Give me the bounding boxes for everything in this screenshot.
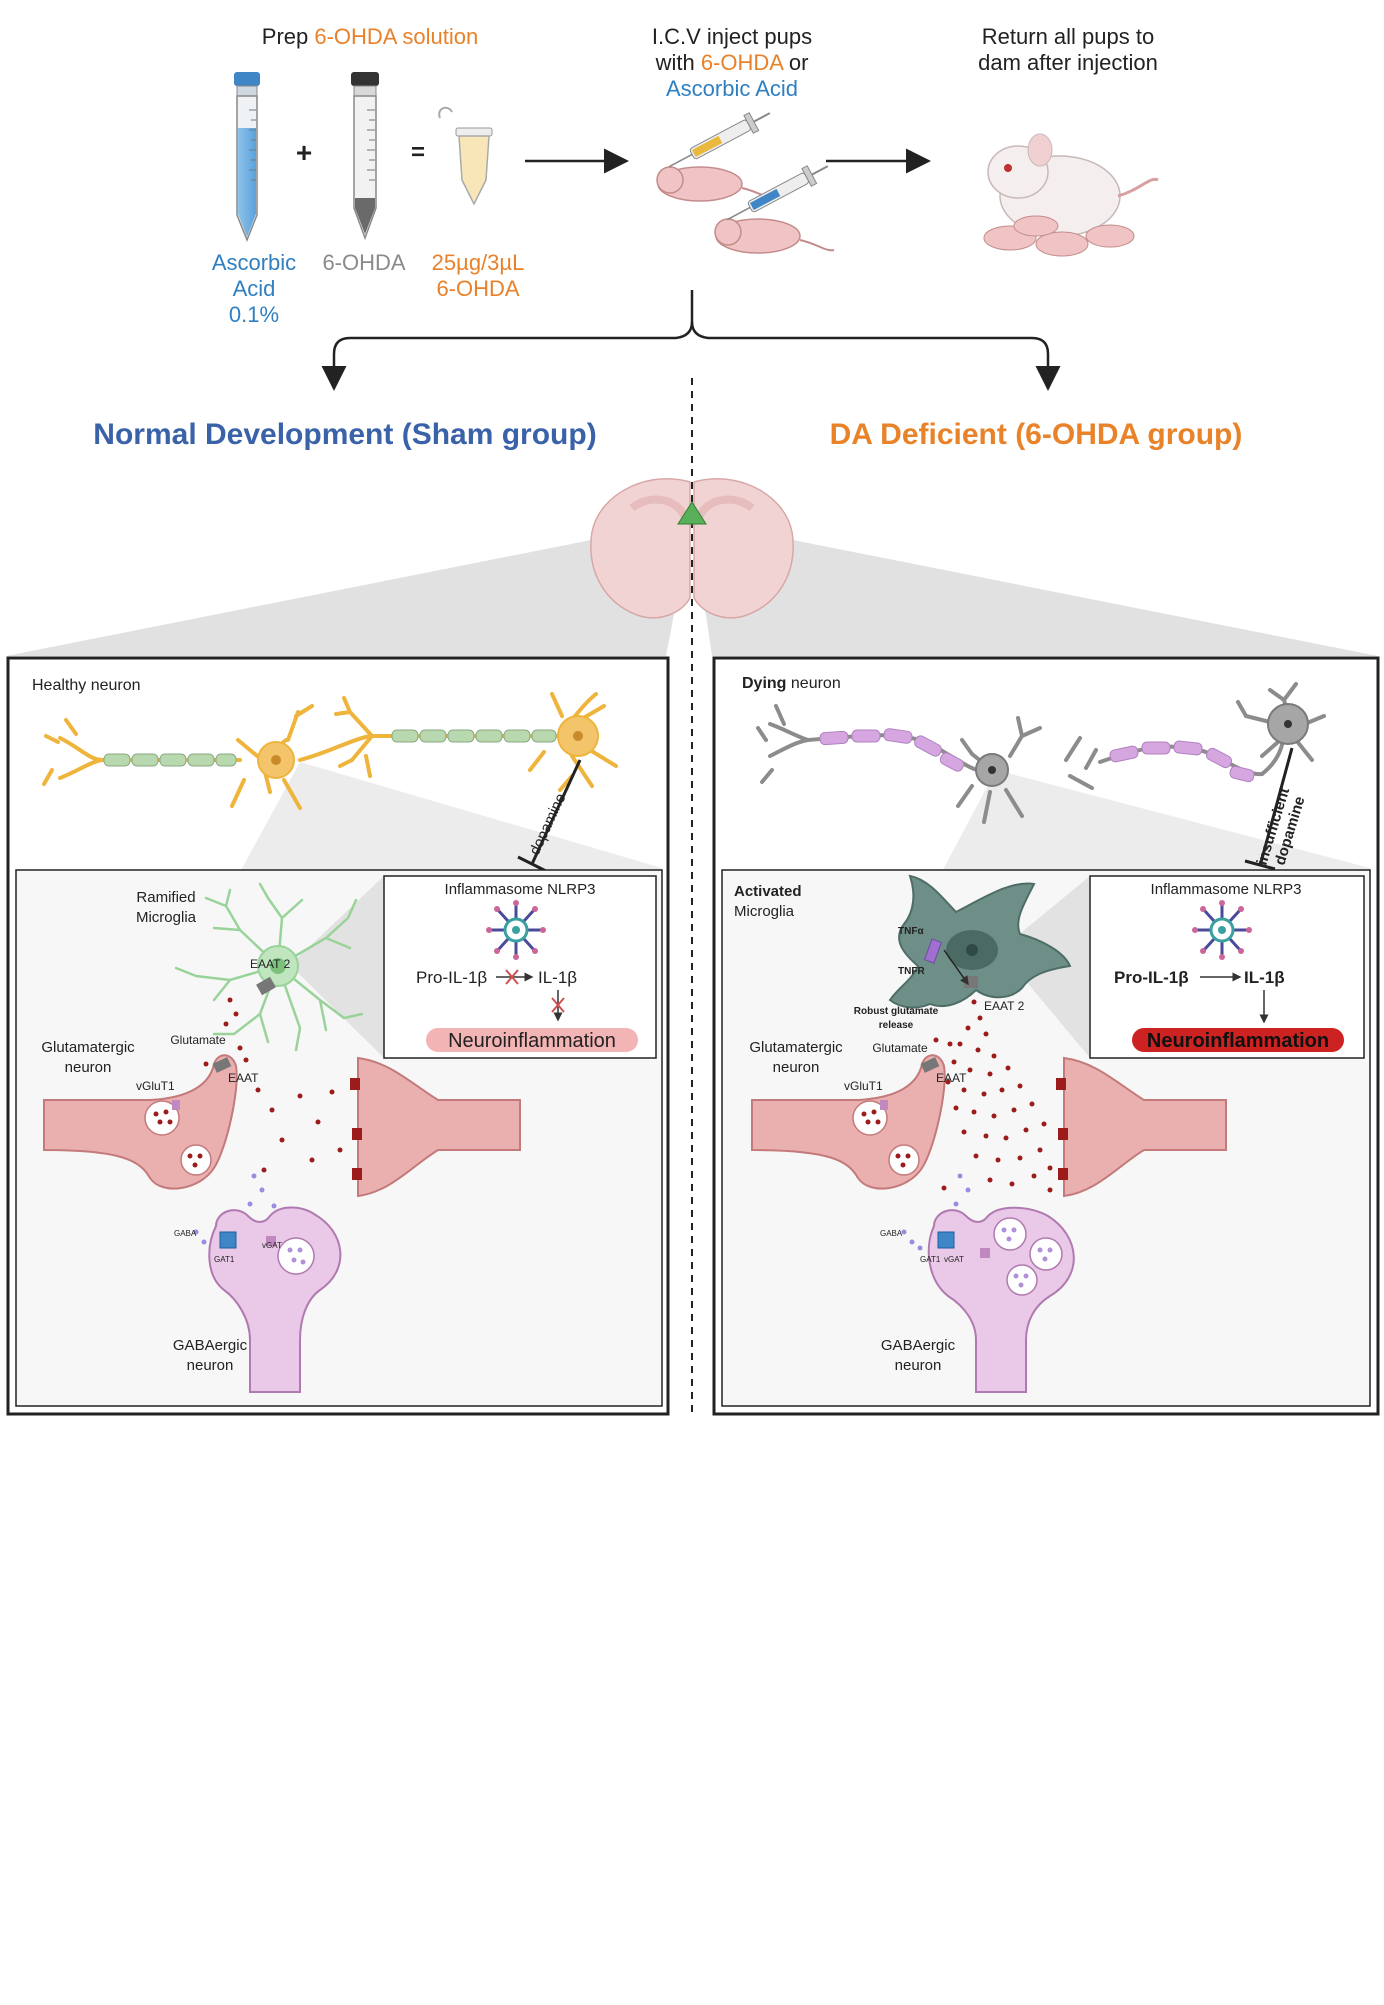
glut-neuron-label-1-left: Glutamatergic [41,1039,135,1056]
inflammasome-title-left: Inflammasome NLRP3 [445,881,596,898]
glutamate-release-left [203,997,343,1173]
eaat2-label-right: EAAT 2 [984,999,1025,1013]
gaba-label-left: GABA [174,1229,197,1238]
vgat-label-right: vGAT [944,1255,964,1264]
vglut1-label-right: vGluT1 [844,1079,883,1093]
glutamatergic-neuron-icon-left [43,1054,238,1190]
ascorbic-label-3: 0.1% [229,302,279,327]
pro-il-label-right: Pro-IL-1β [1114,968,1189,987]
neuroinflammation-pill-right [1132,1028,1344,1052]
prep-title: Prep 6-OHDA solution [262,24,478,49]
brain-section [6,478,1378,656]
left-inflammasome-box: Inflammasome NLRP3 Pro-IL-1β IL-1β Neuro… [383,875,657,1059]
injected-pups-icon [656,112,835,254]
sham-group-title: Normal Development (Sham group) [93,418,596,451]
inject-line-1: I.C.V inject pups [652,24,812,49]
gat1-label-left: GAT1 [214,1255,235,1264]
glutamate-release-right [933,999,1053,1193]
activated-label-2: Microglia [734,903,795,920]
return-line-1: Return all pups to [982,24,1154,49]
glut-neuron-label-1-right: Glutamatergic [749,1039,843,1056]
inflammasome-title-right: Inflammasome NLRP3 [1151,881,1302,898]
ramified-label-1: Ramified [136,889,195,906]
dose-label-2: 6-OHDA [436,276,519,301]
dose-label-1: 25µg/3µL [432,250,525,275]
healthy-neuron-label: Healthy neuron [32,677,141,694]
inject-line-3: Ascorbic Acid [666,76,798,101]
vglut1-label-left: vGluT1 [136,1079,175,1093]
ramified-label-2: Microglia [136,909,197,926]
glutamate-label-left: Glutamate [170,1033,226,1047]
vgat-label-left: vGAT [262,1241,282,1250]
glut-neuron-label-2-left: neuron [65,1059,112,1076]
eaat-label-right: EAAT [936,1071,967,1085]
neuroinflammation-pill-left [426,1028,638,1052]
neuroinflammation-label-right: Neuroinflammation [1147,1030,1329,1052]
gaba-neuron-label-1-left: GABAergic [173,1337,248,1354]
ascorbic-label-1: Ascorbic [212,250,296,275]
robust-label-1: Robust glutamate [854,1006,939,1017]
gabaergic-neuron-icon-right [927,1206,1075,1393]
right-inflammasome-box: Inflammasome NLRP3 Pro-IL-1β IL-1β Neuro… [1089,875,1365,1059]
glutamate-label-right: Glutamate [872,1041,928,1055]
brain-coronal-icon [590,478,794,619]
pro-il-label-left: Pro-IL-1β [416,968,487,987]
eppendorf-tube-icon [438,106,493,206]
postsynaptic-neuron-icon-left [350,1056,521,1198]
ascorbic-acid-tube-icon [234,72,260,243]
glutamatergic-neuron-icon-right [751,1054,946,1190]
robust-label-2: release [879,1020,914,1031]
gabaergic-neuron-icon-left [208,1206,342,1393]
tnfa-label: TNFα [898,926,924,937]
tnfr-label: TNFR [898,966,925,977]
ohda-group-title: DA Deficient (6-OHDA group) [830,418,1243,451]
ohda-label: 6-OHDA [322,250,405,275]
il-label-right: IL-1β [1244,968,1285,987]
inject-line-2: with 6-OHDA or [655,50,809,75]
ramified-microglia-icon [174,876,384,1058]
protocol-row: Prep 6-OHDA solution + [212,24,1159,327]
blocked-x-icon [505,969,519,985]
plus-sign: + [296,137,312,168]
activated-microglia-icon [888,874,1090,1058]
ohda-tube-icon [351,72,379,241]
left-panel: Healthy neuron [6,656,670,1416]
right-panel: Dying neuron [712,656,1380,1416]
activated-label-1: Activated [734,883,802,900]
group-branch [321,290,1061,1414]
return-line-2: dam after injection [978,50,1158,75]
eaat-label-left: EAAT [228,1071,259,1085]
dying-neuron-label: Dying neuron [742,675,841,692]
gaba-neuron-label-2-right: neuron [895,1357,942,1374]
ascorbic-label-2: Acid [233,276,276,301]
il-label-left: IL-1β [538,968,577,987]
gat1-label-right: GAT1 [920,1255,941,1264]
glut-neuron-label-2-right: neuron [773,1059,820,1076]
gaba-neuron-label-1-right: GABAergic [881,1337,956,1354]
nlrp3-complex-icon-left [486,900,546,960]
blocked-x-icon [551,997,565,1013]
gaba-neuron-label-2-left: neuron [187,1357,234,1374]
nlrp3-complex-icon-right [1192,900,1252,960]
dam-with-pups-icon [983,133,1159,257]
gaba-label-right: GABA [880,1229,903,1238]
neuroinflammation-label-left: Neuroinflammation [448,1030,616,1052]
equals-sign: = [411,139,425,166]
eaat2-label-left: EAAT 2 [250,957,291,971]
postsynaptic-neuron-icon-right [1056,1056,1227,1198]
